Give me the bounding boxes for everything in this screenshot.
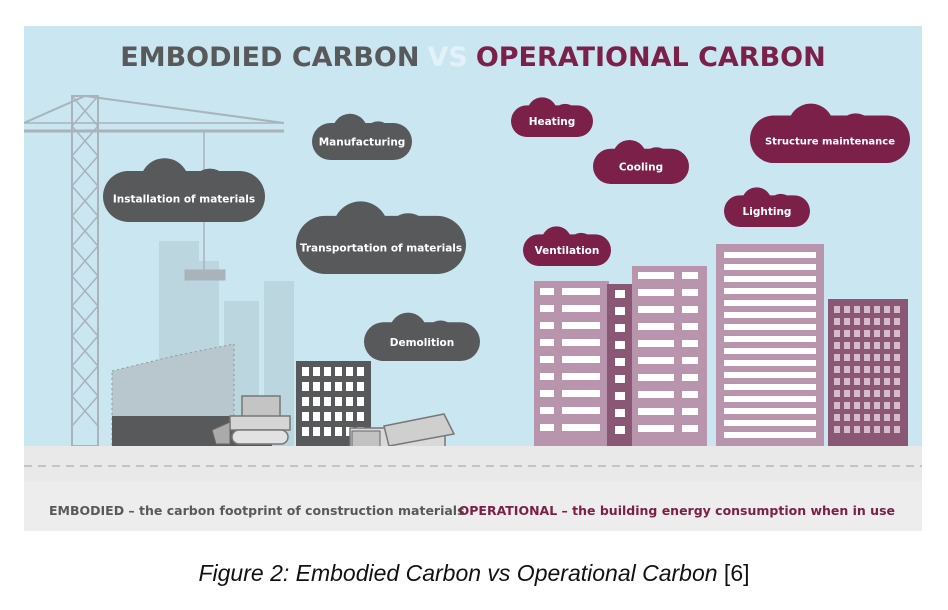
cloud-installation-of-materials: Installation of materials: [103, 158, 265, 222]
cloud-demolition-label: Demolition: [390, 337, 455, 349]
page-title: EMBODIED CARBON VS OPERATIONAL CARBON: [120, 42, 825, 73]
cloud-ventilation-label: Ventilation: [535, 245, 600, 257]
cloud-lighting: Lighting: [724, 187, 810, 227]
cloud-manufacturing-label: Manufacturing: [319, 137, 406, 149]
cloud-cooling: Cooling: [593, 140, 689, 184]
cloud-demolition: Demolition: [364, 312, 480, 361]
figure-caption: Figure 2: Embodied Carbon vs Operational…: [0, 560, 948, 587]
cloud-heating: Heating: [511, 97, 593, 137]
title-operational: OPERATIONAL CARBON: [476, 42, 826, 73]
cloud-cooling-label: Cooling: [619, 161, 663, 173]
cloud-structure-maintenance: Structure maintenance: [750, 103, 910, 163]
caption-reference: [6]: [717, 560, 750, 586]
infographic-canvas: EMBODIED CARBON VS OPERATIONAL CARBON: [23, 26, 922, 531]
residential-tower-tall: [716, 244, 824, 446]
cloud-installation-of-materials-label: Installation of materials: [113, 193, 255, 205]
residential-tower-right: [828, 299, 908, 446]
cloud-structure-maintenance-label: Structure maintenance: [765, 137, 895, 148]
title-embodied: EMBODIED CARBON: [120, 42, 419, 73]
residential-tower-dark: [607, 284, 634, 446]
cloud-lighting-label: Lighting: [743, 206, 792, 218]
ground-road: [24, 446, 922, 481]
footer-operational: OPERATIONAL – the building energy consum…: [459, 503, 895, 518]
crane-illustration: [23, 95, 285, 447]
footer-embodied: EMBODIED – the carbon footprint of const…: [49, 503, 465, 518]
caption-text: Figure 2: Embodied Carbon vs Operational…: [198, 560, 718, 586]
cloud-heating-label: Heating: [529, 116, 576, 128]
cloud-transportation-of-materials-label: Transportation of materials: [300, 243, 462, 255]
bulldozer-illustration: [211, 395, 291, 445]
title-vs: VS: [427, 42, 467, 73]
cloud-manufacturing: Manufacturing: [312, 113, 412, 160]
residential-tower-middle: [632, 266, 707, 446]
residential-tower-left: [534, 281, 609, 446]
footer-band: [24, 481, 922, 531]
infographic: EMBODIED CARBON VS OPERATIONAL CARBON: [23, 26, 922, 531]
cloud-transportation-of-materials: Transportation of materials: [296, 201, 466, 274]
cloud-ventilation: Ventilation: [523, 226, 611, 266]
